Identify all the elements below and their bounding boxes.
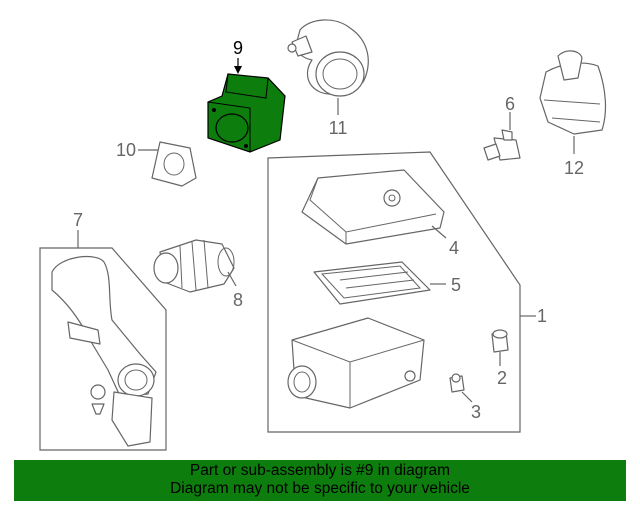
callout-10: 10 xyxy=(116,140,136,160)
part-12-resonator[interactable] xyxy=(539,50,607,135)
part-10-gasket[interactable] xyxy=(151,141,197,187)
callout-7: 7 xyxy=(73,210,83,230)
info-banner: Part or sub-assembly is #9 in diagram Di… xyxy=(14,460,626,501)
callout-6: 6 xyxy=(505,94,515,114)
banner-line-disclaimer: Diagram may not be specific to your vehi… xyxy=(170,480,470,497)
part-7-inlet-pipe[interactable] xyxy=(51,255,157,447)
part-11-intake-hose[interactable] xyxy=(287,19,369,97)
part-9-air-flow-meter[interactable] xyxy=(207,73,286,153)
part-1-cleaner-case[interactable] xyxy=(287,317,425,409)
bracket-assy-1 xyxy=(267,151,521,433)
banner-line-part-number: Part or sub-assembly is #9 in diagram xyxy=(189,462,451,479)
part-8-inlet-duct[interactable] xyxy=(153,239,235,293)
callout-11: 11 xyxy=(329,118,348,138)
callout-2: 2 xyxy=(497,368,507,388)
callout-12: 12 xyxy=(564,158,584,178)
part-3-clip[interactable] xyxy=(449,373,465,393)
callout-4: 4 xyxy=(449,238,459,258)
callout-1: 1 xyxy=(537,306,547,326)
callout-5: 5 xyxy=(451,275,461,295)
callout-9: 9 xyxy=(233,38,243,58)
callout-8: 8 xyxy=(233,290,243,310)
callout-3: 3 xyxy=(471,402,481,422)
arrow-9 xyxy=(234,66,242,74)
bracket-assy-7 xyxy=(39,247,167,451)
part-4-cleaner-cover[interactable] xyxy=(301,169,445,245)
part-6-sensor[interactable] xyxy=(483,129,521,161)
part-2-grommet[interactable] xyxy=(491,329,509,353)
leader-4 xyxy=(431,225,447,239)
leader-3 xyxy=(461,391,473,403)
part-5-filter-element[interactable] xyxy=(313,261,431,305)
leader-8 xyxy=(227,271,237,287)
